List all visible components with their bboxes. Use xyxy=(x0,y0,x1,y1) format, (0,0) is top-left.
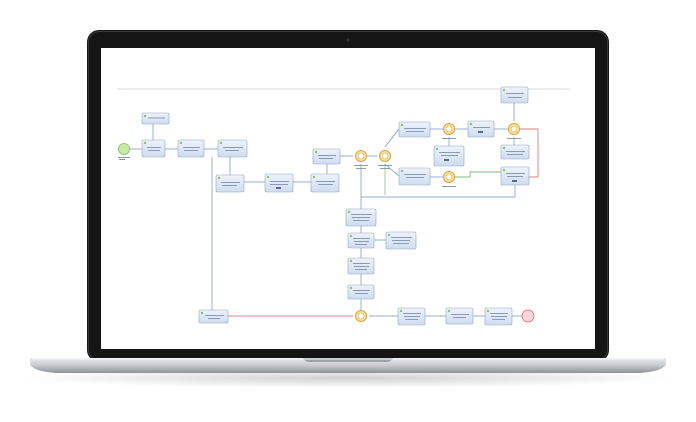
task-icon xyxy=(467,120,495,138)
start-event-label: ▬▬▬ xyxy=(119,158,125,161)
task-icon xyxy=(445,307,474,325)
gateway-icon xyxy=(443,171,455,183)
task-icon xyxy=(177,139,205,158)
task-icon xyxy=(141,139,166,158)
flow-lines xyxy=(129,103,522,317)
bpmn-diagram: ▬▬▬ xyxy=(118,86,539,326)
task-icon xyxy=(500,86,529,104)
task-icon xyxy=(347,284,375,300)
gateway-icon xyxy=(355,310,367,322)
task-icon xyxy=(397,307,426,326)
task-icon xyxy=(264,173,294,193)
task-icon xyxy=(198,309,229,324)
flow-line-red xyxy=(519,128,539,178)
task-icon xyxy=(347,257,375,275)
gateway-icon xyxy=(379,150,391,162)
task-icon xyxy=(347,232,375,249)
task-icon xyxy=(385,231,417,250)
task-icon xyxy=(217,139,248,158)
task-icon xyxy=(433,145,465,167)
task-icon xyxy=(484,307,513,326)
task-icon xyxy=(500,144,530,160)
flow-line-green xyxy=(454,171,503,178)
task-icon xyxy=(398,121,431,138)
task-icon xyxy=(398,167,431,186)
gateway-icon xyxy=(443,123,455,135)
task-icon xyxy=(312,148,341,165)
gateway-icon xyxy=(508,123,520,135)
task-icon xyxy=(310,173,340,193)
laptop-base xyxy=(30,358,666,373)
task-icon xyxy=(500,166,530,186)
task-icon xyxy=(141,112,170,125)
task-icon xyxy=(215,174,245,193)
end-event-icon xyxy=(521,309,535,323)
camera-icon xyxy=(346,38,350,42)
gateway-captions xyxy=(118,138,521,187)
gateway-icon xyxy=(355,150,367,162)
task-icon xyxy=(345,208,377,227)
start-event-icon xyxy=(118,143,130,155)
